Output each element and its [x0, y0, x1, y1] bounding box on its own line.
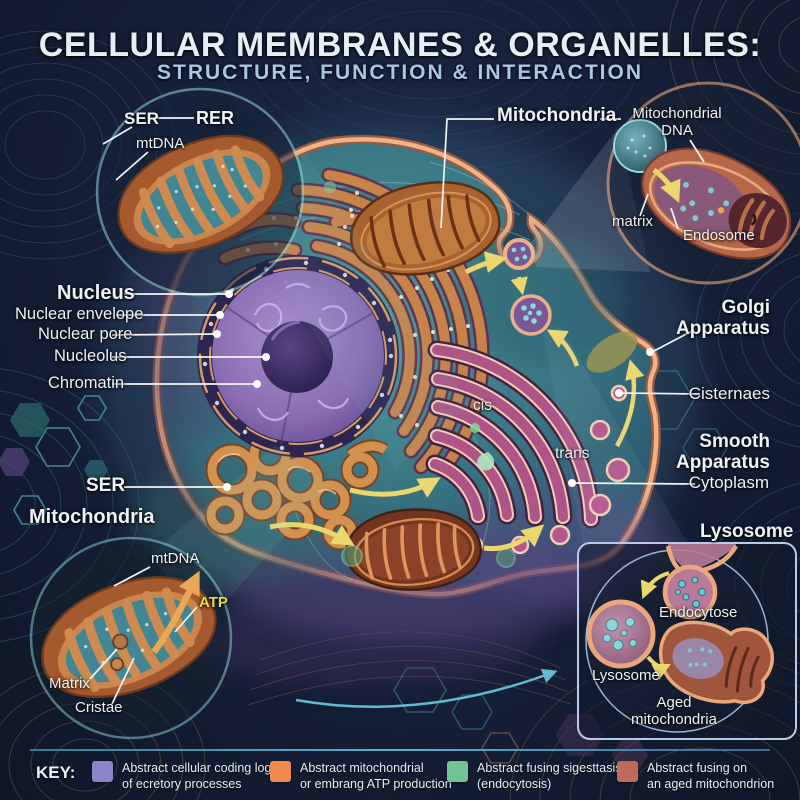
inset-bl-atp-label: ATP — [199, 594, 228, 611]
key-item-aged-mito: Abstract fusing on an aged mitochondrion — [617, 760, 774, 793]
page-subtitle: STRUCTURE, FUNCTION & INTERACTION — [157, 61, 643, 84]
endosome-graphic — [503, 238, 552, 336]
inset-br-endocytose-label: Endocytose — [659, 604, 738, 621]
inset-tr-endosome-label: Endosome — [683, 227, 755, 244]
key-item-label: or embrang ATP production — [300, 777, 452, 792]
inset-bl-heading: Mitochondria — [29, 506, 155, 528]
inset-tl-rer-label: RER — [196, 108, 235, 128]
leader-lines — [89, 117, 705, 705]
flow-arrows — [269, 251, 645, 708]
inset-tr-mitochondrial-dna-label: Mitochondrial DNA — [632, 105, 722, 139]
key-item-secretory: Abstract cellular coding log of ecretory… — [92, 760, 271, 793]
mitochondrion-bottom-graphic — [344, 508, 482, 591]
key-item-label: Abstract fusing sigesttasis — [477, 761, 622, 775]
inset-bl-mtdna-label: mtDNA — [151, 550, 200, 567]
key-item-label: of ecretory processes — [122, 777, 242, 792]
page-title: CELLULAR MEMBRANES & ORGANELLES: — [38, 26, 762, 64]
inset-bottom-right — [577, 542, 797, 740]
nucleus-label: Nucleus — [57, 282, 135, 304]
green-vesicles — [324, 181, 516, 568]
key-swatch-purple — [92, 761, 113, 782]
inclusion-body — [586, 331, 638, 373]
inset-tr-matrix-label: matrix — [612, 213, 653, 230]
inset-br-aged-mitochondria-label: Aged mitochondria — [631, 694, 717, 728]
inset-tr-heading: Mitochondria — [497, 105, 617, 126]
key-swatch-red — [617, 761, 638, 782]
smooth-apparatus-label: Smooth Apparatus — [676, 431, 770, 474]
nucleolus-label: Nucleolus — [54, 347, 127, 365]
chromatin-label: Chromatin — [48, 374, 125, 392]
inset-br-heading: Lysosome — [700, 521, 794, 542]
inset-bottom-left — [29, 536, 233, 740]
key-item-endocytosis: Abstract fusing sigesttasis (endocytosis… — [447, 760, 622, 793]
inset-bl-matrix-label: Matrix — [49, 675, 90, 692]
key-item-label: (endocytosis) — [477, 777, 552, 792]
inset-tl-ser-label: SER — [124, 109, 159, 128]
cisternaes-label: Cisternaes — [688, 384, 770, 403]
mitochondrion-top-graphic — [350, 181, 501, 276]
golgi-trans-label: trans — [555, 445, 590, 462]
golgi-cis-label: cis — [473, 397, 492, 414]
key-item-label: Abstract mitochondrial — [300, 761, 424, 775]
golgi-graphic — [425, 340, 631, 555]
inset-br-lysosome-label: Lysosome — [592, 667, 660, 684]
key-item-label: Abstract fusing on — [647, 761, 748, 775]
key-heading: KEY: — [36, 763, 76, 782]
key-divider — [30, 749, 770, 751]
nuclear-envelope-label: Nuclear envelope — [15, 305, 144, 323]
key-swatch-orange — [270, 761, 291, 782]
key-item-atp: Abstract mitochondrial or embrang ATP pr… — [270, 760, 452, 793]
hexagon-decor — [0, 370, 728, 770]
nuclear-pore-label: Nuclear pore — [38, 325, 133, 343]
inset-top-right — [606, 81, 800, 285]
key-item-label: an aged mitochondrion — [647, 777, 775, 792]
cytoplasm-label: Cytoplasm — [688, 473, 769, 492]
ser-label: SER — [86, 475, 126, 496]
key-swatch-green — [447, 761, 468, 782]
inset-tl-mtdna-label: mtDNA — [136, 135, 185, 152]
inset-bl-cristae-label: Cristae — [75, 699, 123, 716]
inset-top-left — [95, 87, 305, 297]
key-item-label: Abstract cellular coding log — [122, 761, 272, 775]
golgi-apparatus-label: Golgi Apparatus — [676, 297, 770, 340]
